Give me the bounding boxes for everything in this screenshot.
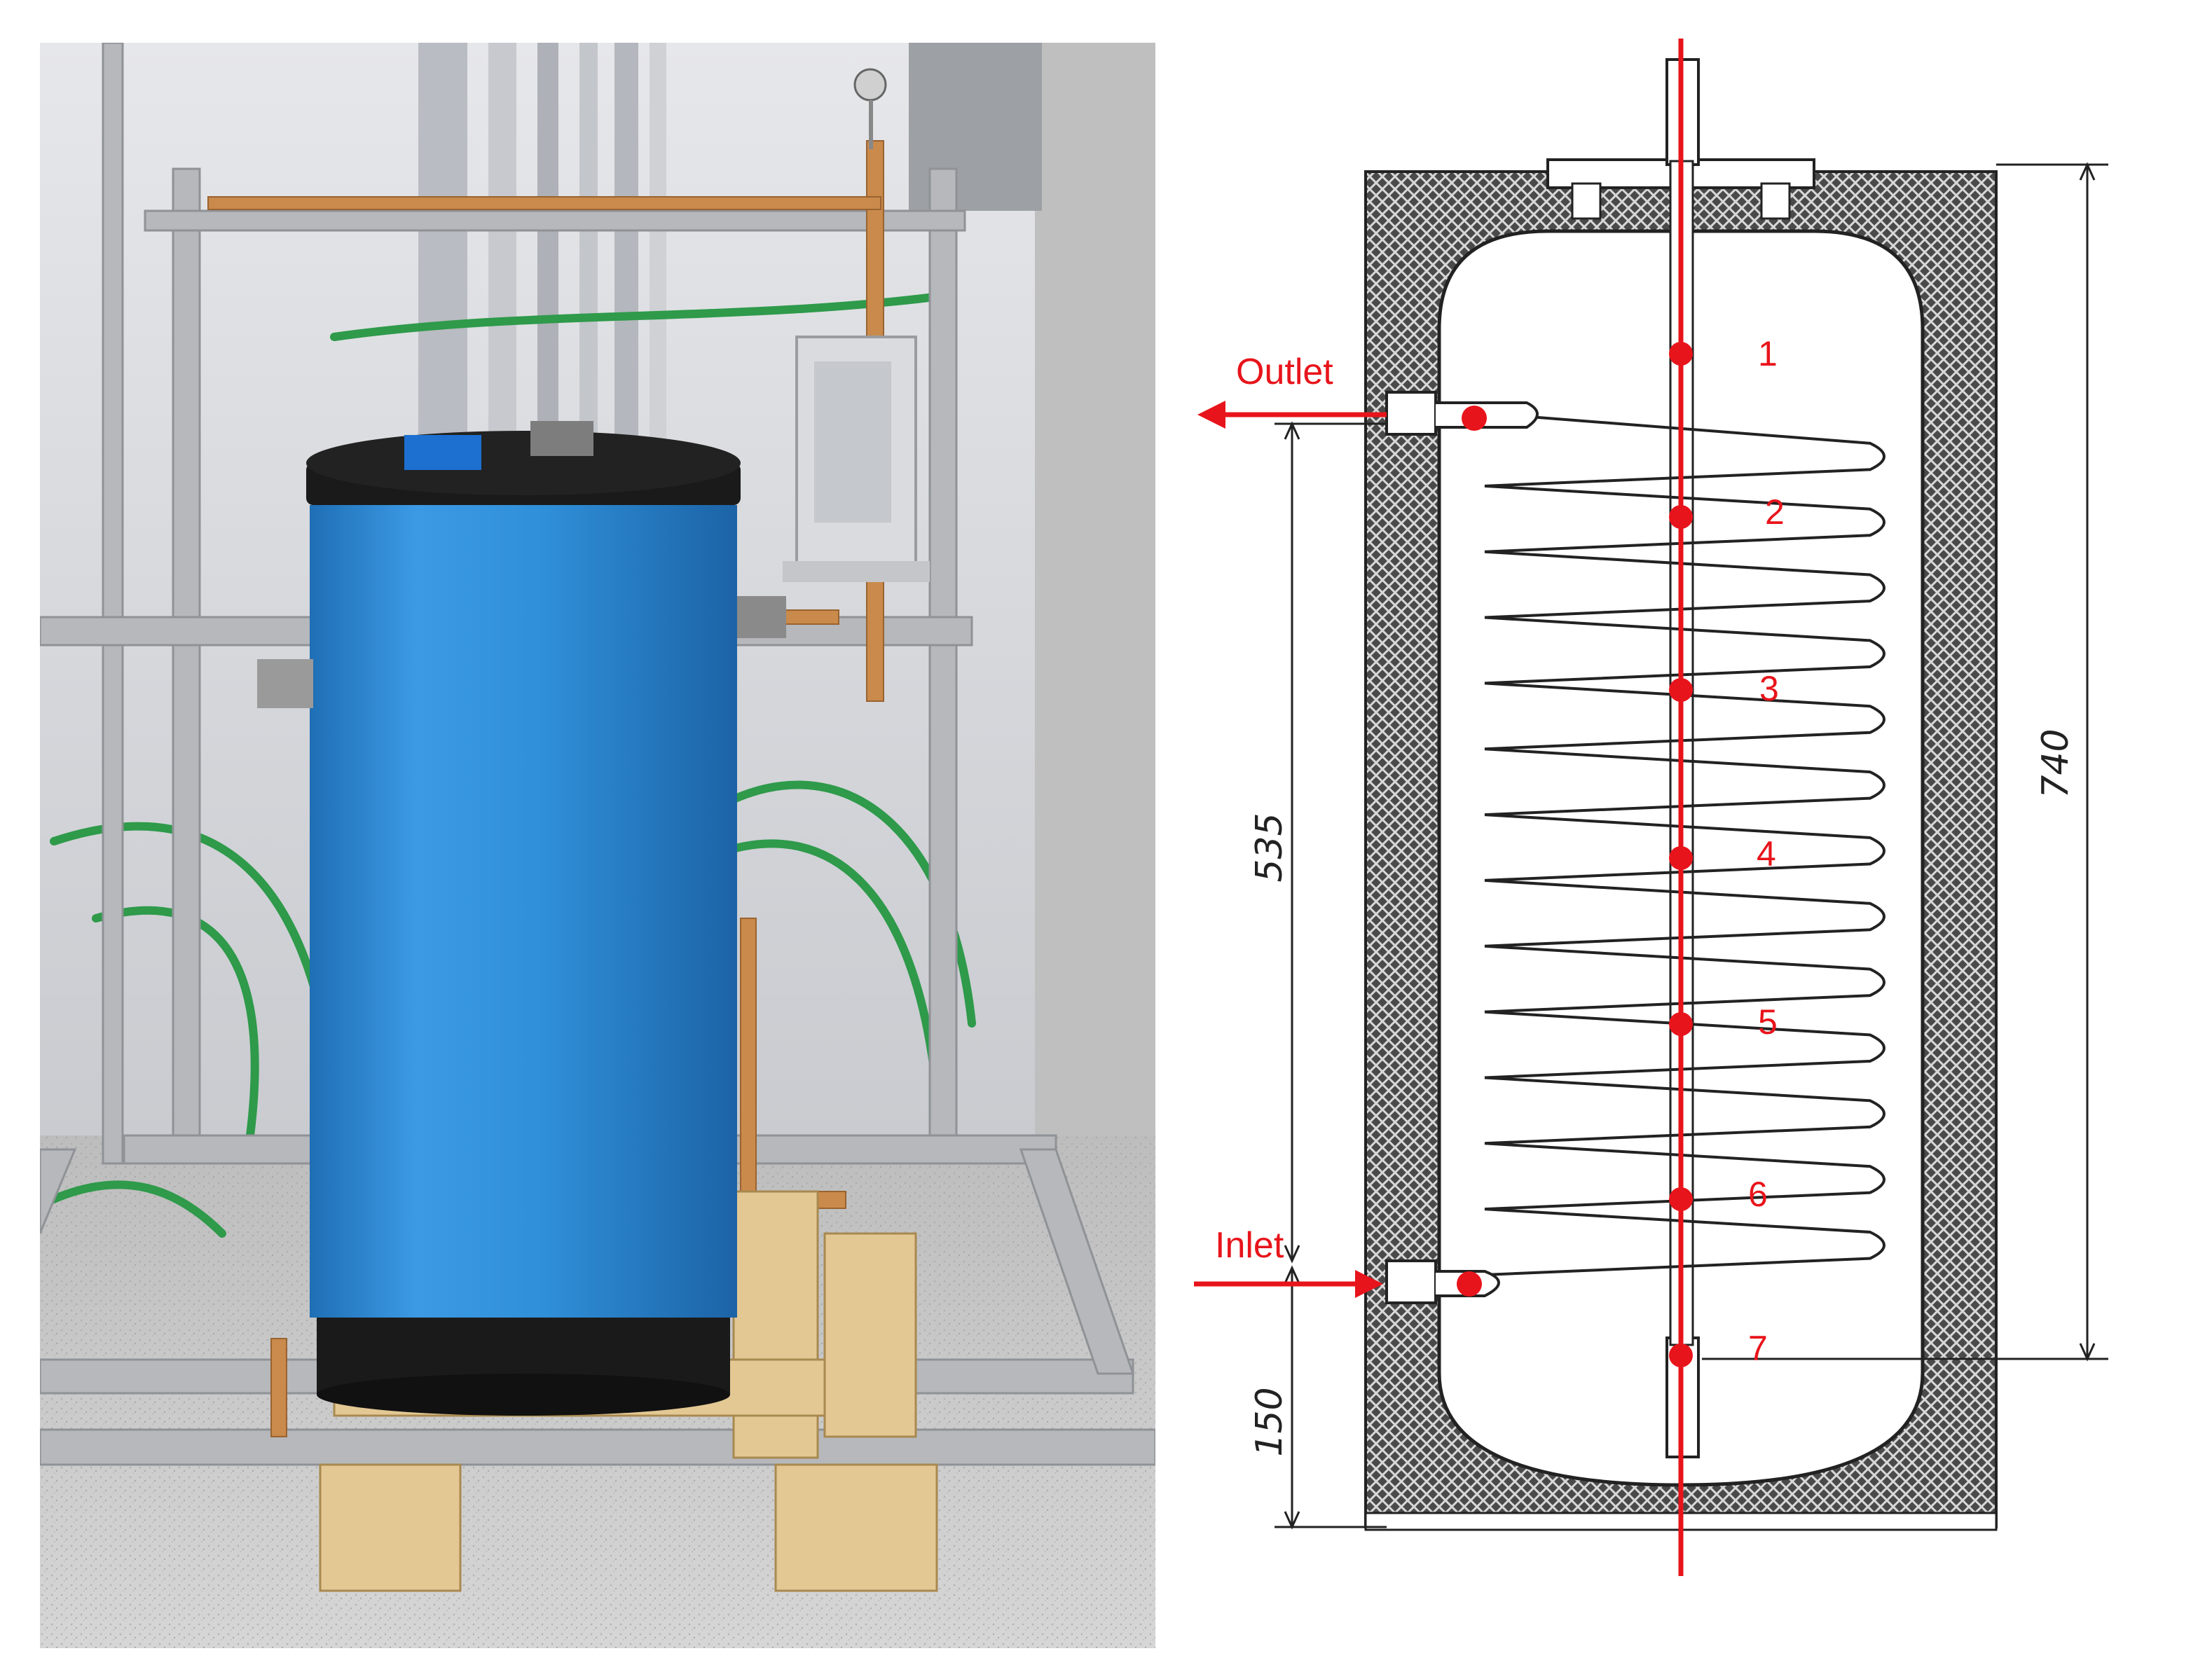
outlet-sensor-dot	[1462, 406, 1487, 431]
top-bolt-right	[1760, 182, 1791, 220]
tank-top-valve	[530, 421, 593, 456]
sensor-label-5: 5	[1758, 1002, 1778, 1042]
tank-drawing	[1275, 58, 2108, 1531]
side-fitting-right	[737, 596, 786, 638]
sensor-label-6: 6	[1748, 1175, 1768, 1214]
tank-top-fitting	[404, 435, 481, 470]
dimension-535: 535	[1249, 813, 1291, 882]
outlet-port	[1385, 391, 1437, 436]
test-rig-photo	[40, 43, 1155, 1648]
sensor-dot-6	[1669, 1187, 1693, 1211]
dimension-line-535-arrow-bottom	[1284, 1245, 1300, 1264]
inlet-arrow-head	[1355, 1270, 1383, 1298]
sensor-label-3: 3	[1759, 669, 1779, 708]
dimension-740: 740	[2035, 728, 2077, 798]
sensor-label-4: 4	[1757, 834, 1776, 873]
sensor-label-7: 7	[1748, 1329, 1768, 1368]
sensor-dot-3	[1669, 678, 1693, 702]
storage-tank	[306, 431, 741, 1416]
heat-exchanger-coil	[1484, 412, 1885, 1276]
sensor-dot-5	[1669, 1012, 1693, 1036]
inlet-sensor-dot	[1457, 1271, 1482, 1297]
dimension-150: 150	[1249, 1387, 1291, 1456]
computer-monitor	[783, 336, 930, 582]
tank-cross-section-diagram: Outlet Inlet 740 535 150 1 2 3 4 5 6 7	[1194, 39, 2108, 1576]
sensor-dot-1	[1669, 342, 1693, 366]
sensor-label-1: 1	[1758, 334, 1778, 373]
inlet-port	[1385, 1259, 1437, 1304]
outlet-arrow-head	[1197, 401, 1225, 429]
sensor-dot-4	[1669, 846, 1693, 870]
sensor-label-2: 2	[1765, 492, 1785, 532]
diagram-labels: Outlet Inlet 740 535 150 1 2 3 4 5 6 7	[1215, 334, 2077, 1457]
inlet-label: Inlet	[1215, 1225, 1284, 1266]
outlet-stub	[1436, 401, 1539, 429]
side-fitting	[257, 659, 313, 708]
sensor-dot-7	[1669, 1343, 1693, 1367]
sensor-dot-2	[1669, 505, 1693, 529]
dimension-line-150-arrow-top	[1284, 1265, 1300, 1284]
pressure-gauge-icon	[853, 68, 887, 102]
sensor-annotations	[1194, 39, 1693, 1576]
outlet-label: Outlet	[1236, 352, 1333, 392]
top-bolt-left	[1571, 182, 1602, 220]
